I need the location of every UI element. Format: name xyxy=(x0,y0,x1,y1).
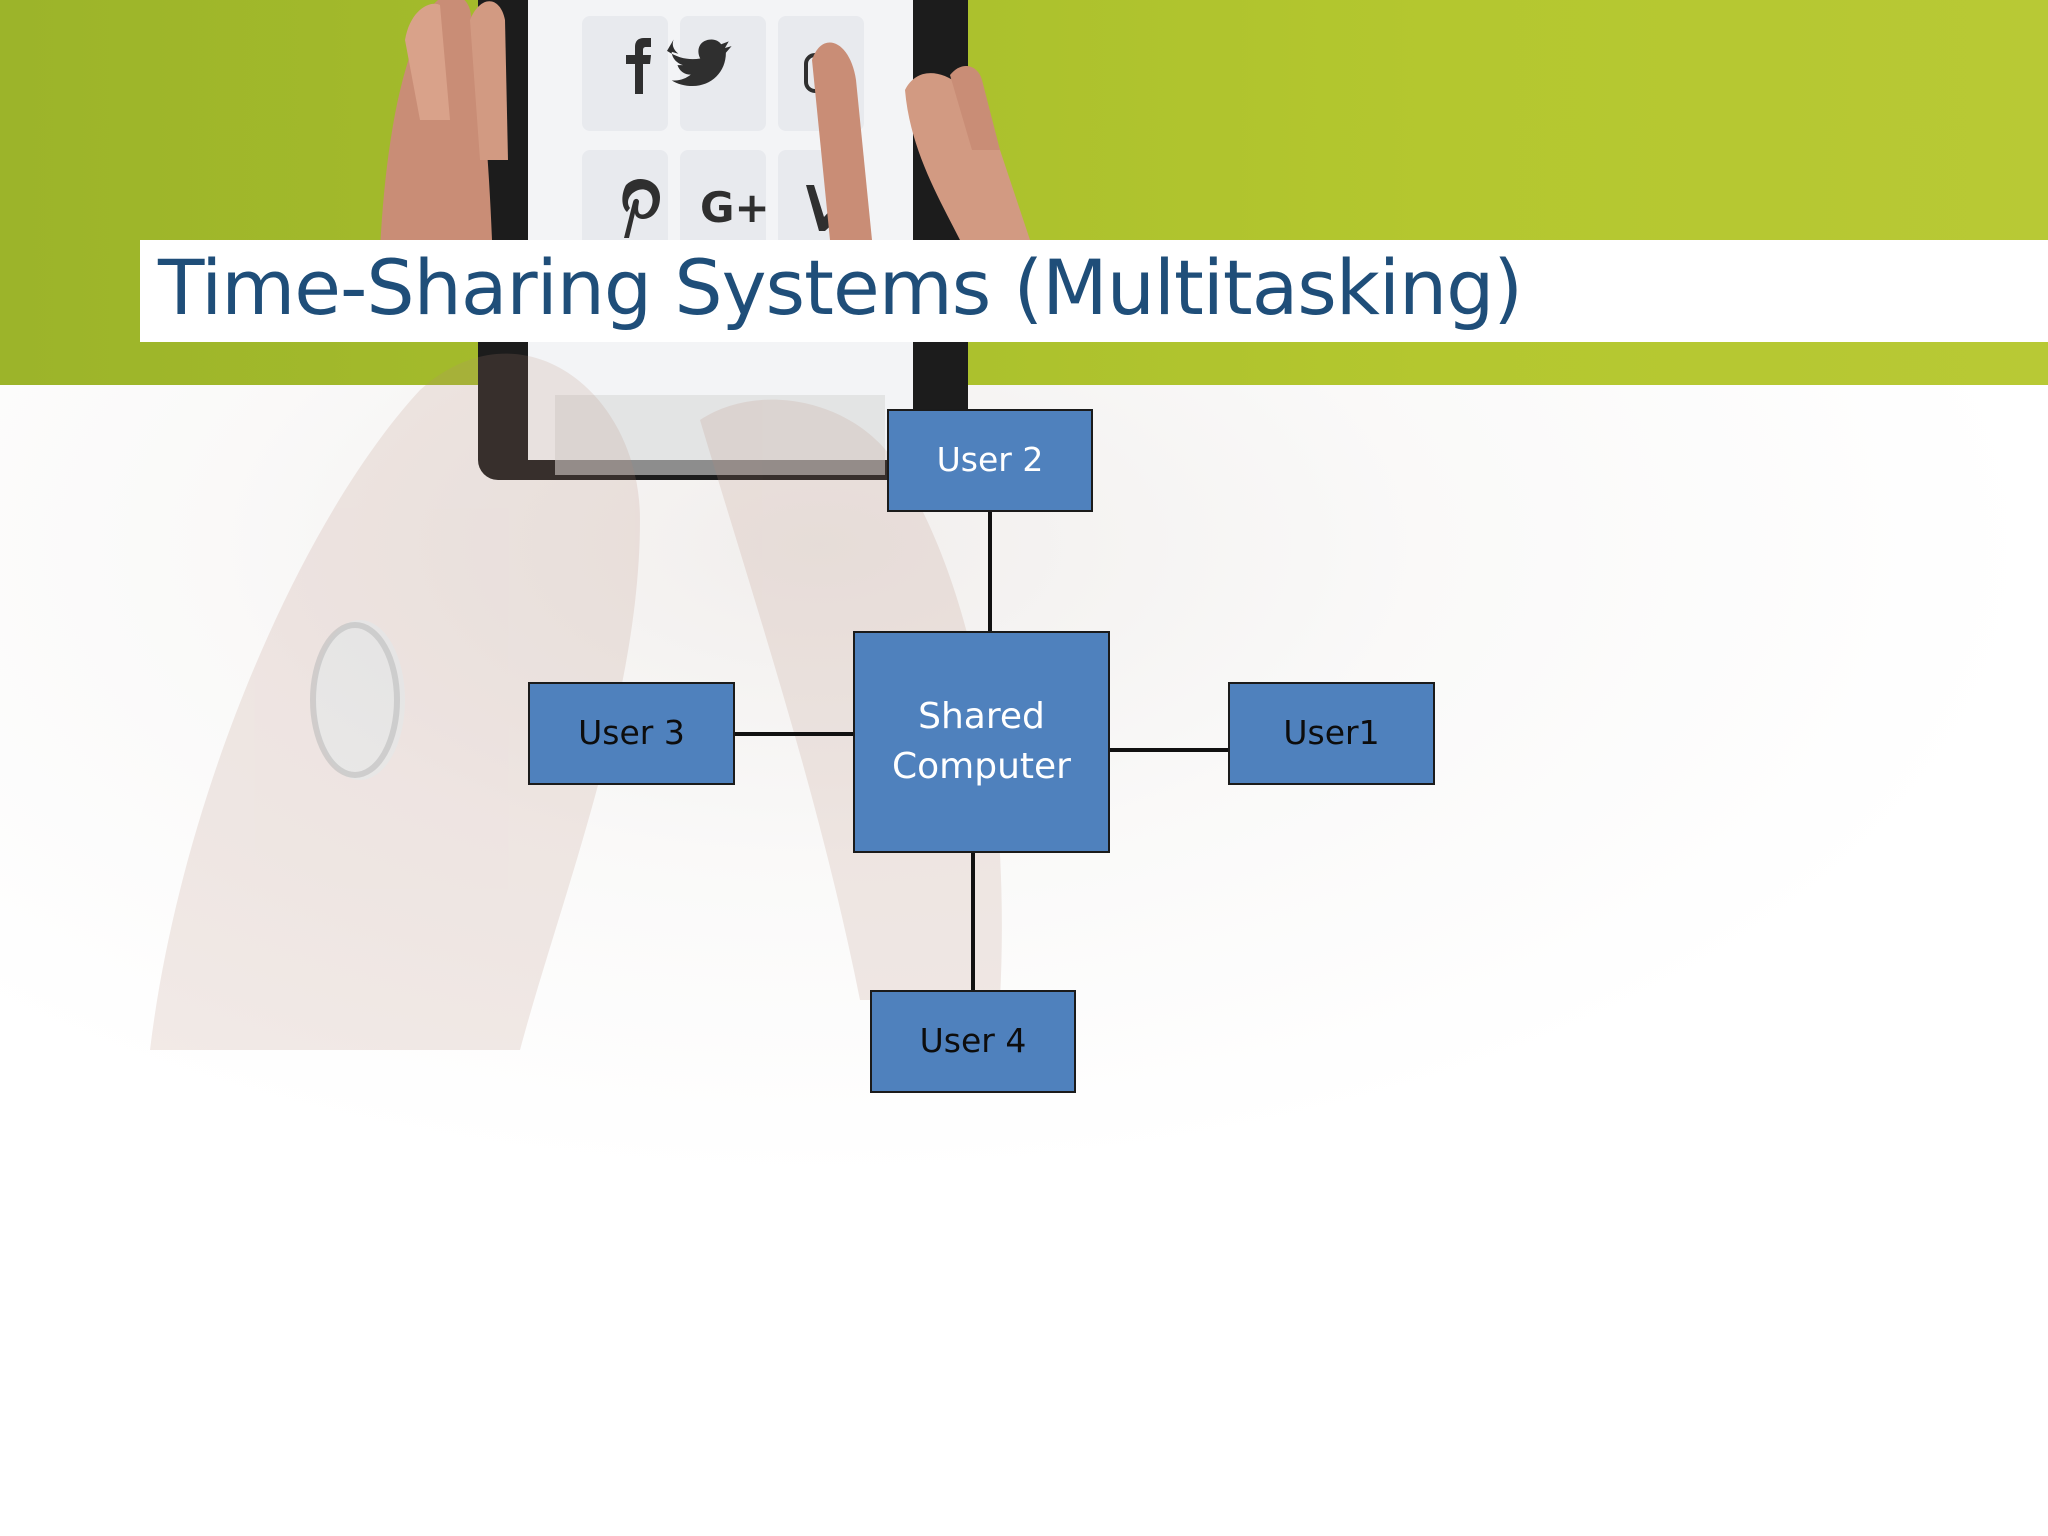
title-bar xyxy=(140,240,2048,342)
user-3-node: User 3 xyxy=(528,682,735,785)
facebook-icon xyxy=(626,38,651,94)
vine-icon xyxy=(806,183,847,231)
right-hand xyxy=(812,42,1030,240)
user-1-node: User1 xyxy=(1228,682,1435,785)
user-2-label: User 2 xyxy=(936,440,1044,480)
hands-tablet-photo: G+ xyxy=(150,0,1030,1050)
user-2-node: User 2 xyxy=(887,409,1093,512)
shared-computer-label: Shared Computer xyxy=(892,695,1071,787)
watch-icon xyxy=(310,622,400,778)
slide-title: Time-Sharing Systems (Multitasking) xyxy=(158,243,1523,332)
user-4-label: User 4 xyxy=(919,1021,1027,1061)
shared-computer-node: Shared Computer xyxy=(853,631,1110,853)
google-plus-icon: G+ xyxy=(700,183,770,232)
pinterest-icon xyxy=(622,178,660,238)
user-4-node: User 4 xyxy=(870,990,1076,1093)
user-1-label: User1 xyxy=(1283,713,1380,753)
twitter-icon xyxy=(667,39,732,87)
user-3-label: User 3 xyxy=(578,713,685,753)
left-hand xyxy=(380,0,508,250)
